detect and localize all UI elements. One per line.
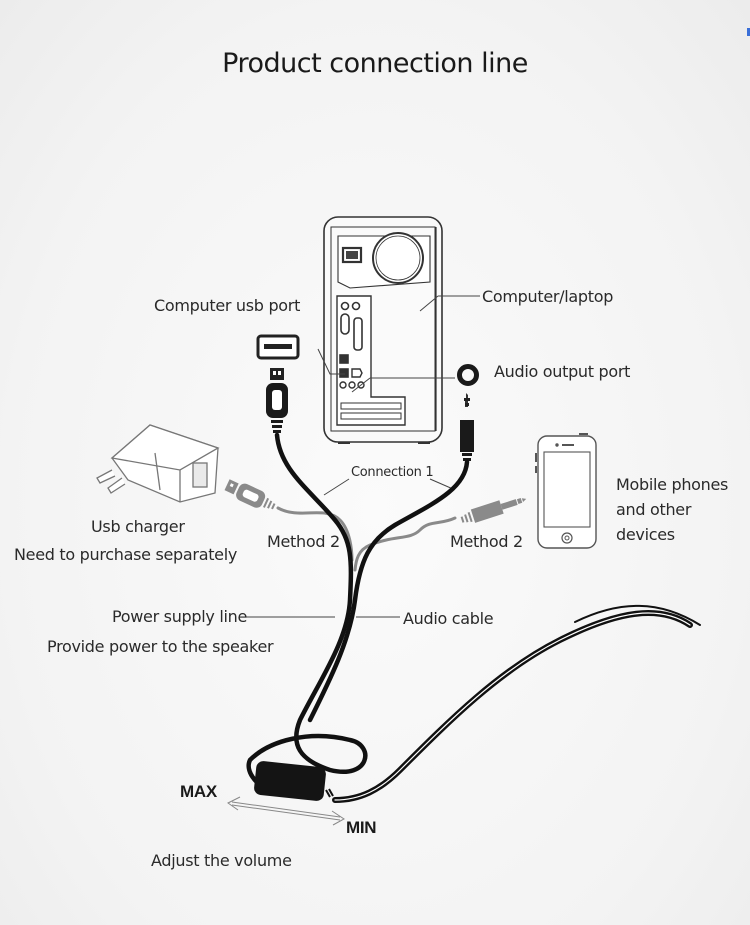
label-connection-1: Connection 1 (351, 465, 434, 480)
leader-connection-right (429, 478, 454, 490)
speaker-lead-back (574, 604, 701, 626)
usb-charger-icon (96, 424, 220, 503)
power-supply-cable (246, 432, 368, 793)
label-computer-usb-port: Computer usb port (154, 296, 301, 315)
label-min: MIN (346, 818, 377, 837)
label-adjust-volume: Adjust the volume (151, 851, 292, 870)
gray-usb-cable (276, 506, 354, 562)
label-usb-charger-note: Need to purchase separately (14, 545, 238, 564)
label-power-supply-line: Power supply line (112, 607, 248, 626)
speaker-lead-inner (334, 612, 691, 801)
label-computer-laptop: Computer/laptop (482, 287, 614, 306)
audio-port-ring-icon (457, 364, 479, 386)
label-mobile-line3: devices (616, 525, 675, 544)
label-audio-output-port: Audio output port (494, 362, 631, 381)
gray-cables (276, 506, 457, 572)
usb-port-icon (256, 334, 300, 360)
corner-mark (747, 28, 750, 36)
label-method-2-usb: Method 2 (267, 532, 340, 551)
gray-audio-plug-icon (460, 498, 527, 523)
label-mobile-line2: and other (616, 500, 692, 519)
audio-cable-line (307, 459, 470, 723)
label-power-supply-note: Provide power to the speaker (47, 637, 274, 656)
mobile-phone-icon (535, 433, 597, 549)
leader-usb-port (317, 348, 345, 375)
label-method-2-audio: Method 2 (450, 532, 523, 551)
label-max: MAX (180, 782, 217, 801)
inline-volume-control-icon[interactable] (253, 760, 334, 801)
leader-lines (245, 295, 480, 618)
gray-usb-plug-icon (224, 479, 276, 510)
page-title: Product connection line (222, 48, 528, 79)
computer-tower-icon (323, 216, 443, 444)
usb-plug-icon (266, 368, 288, 433)
audio-jack-icon (460, 393, 474, 461)
gray-audio-cable (353, 516, 457, 572)
label-usb-charger: Usb charger (91, 517, 185, 536)
label-audio-cable: Audio cable (403, 609, 494, 628)
black-cables (246, 432, 701, 803)
leader-connection-left (323, 478, 350, 496)
label-mobile-line1: Mobile phones (616, 475, 729, 494)
leader-computer (419, 295, 439, 312)
leader-audio-port (351, 377, 371, 393)
volume-range-arrow (227, 796, 345, 826)
speaker-lead-outer (332, 610, 693, 803)
